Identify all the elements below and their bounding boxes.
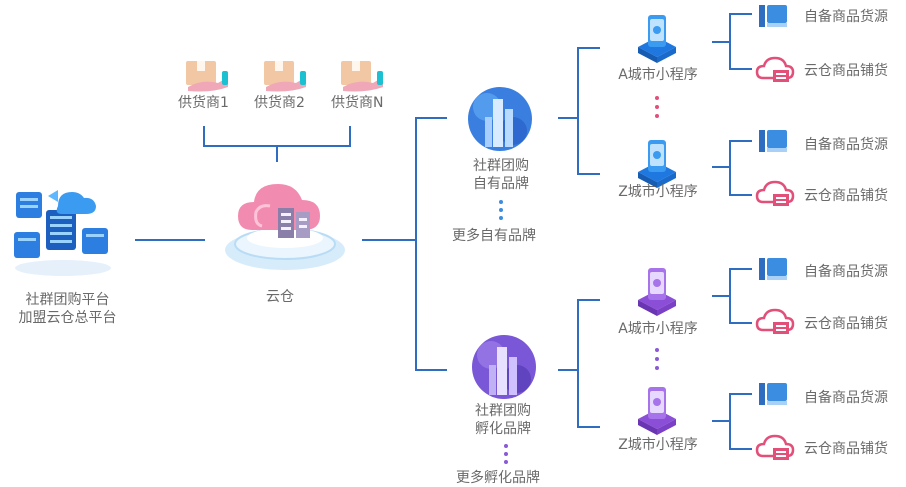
own-brand-label: 社群团购 自有品牌	[453, 157, 549, 193]
city-dots-upper	[655, 96, 659, 118]
server-cluster-icon	[14, 190, 111, 276]
cloud-warehouse-icon	[225, 184, 345, 270]
supplier-box-icon	[264, 61, 306, 92]
own-brand-buildings-icon	[468, 87, 532, 151]
mini-program-a-label-bottom: A城市小程序	[618, 321, 698, 337]
own-brand-line2: 自有品牌	[473, 176, 529, 192]
mini-program-phone-icon	[638, 387, 676, 435]
incubated-brand-line1: 社群团购	[475, 403, 531, 419]
mini-program-z-label-bottom: Z城市小程序	[618, 437, 698, 453]
cloud-stack-icon	[755, 56, 795, 82]
book-icon	[759, 383, 787, 405]
cloud-stack-icon	[755, 180, 795, 206]
cloud-source-label: 云仓商品铺货	[804, 188, 888, 204]
supplier-box-icon	[341, 61, 383, 92]
cloud-source-label: 云仓商品铺货	[804, 63, 888, 79]
mini-program-phone-icon	[638, 268, 676, 316]
more-incubated-brands-label: 更多孵化品牌	[456, 470, 540, 486]
supplier-label-1: 供货商1	[178, 95, 229, 111]
book-icon	[759, 258, 787, 280]
own-brand-dots	[499, 200, 503, 220]
supplier-label-2: 供货商2	[254, 95, 305, 111]
cloud-warehouse-label: 云仓	[266, 289, 294, 305]
incubated-brand-label: 社群团购 孵化品牌	[455, 402, 551, 438]
mini-program-z-label-top: Z城市小程序	[618, 184, 698, 200]
cloud-source-label: 云仓商品铺货	[804, 316, 888, 332]
supplier-label-n: 供货商N	[331, 95, 384, 111]
book-icon	[759, 130, 787, 152]
more-own-brands-label: 更多自有品牌	[452, 228, 536, 244]
self-source-label: 自备商品货源	[804, 9, 888, 25]
self-source-label: 自备商品货源	[804, 137, 888, 153]
cloud-stack-icon	[755, 308, 795, 334]
city-dots-lower	[655, 348, 659, 370]
platform-label-line2: 加盟云仓总平台	[18, 310, 117, 326]
book-icon	[759, 5, 787, 27]
own-brand-line1: 社群团购	[473, 158, 529, 174]
cloud-source-label: 云仓商品铺货	[804, 441, 888, 457]
platform-label: 社群团购平台 加盟云仓总平台	[0, 291, 135, 327]
self-source-label: 自备商品货源	[804, 390, 888, 406]
self-source-label: 自备商品货源	[804, 264, 888, 280]
incubated-brand-line2: 孵化品牌	[475, 421, 531, 437]
cloud-stack-icon	[755, 434, 795, 460]
mini-program-a-label-top: A城市小程序	[618, 67, 698, 83]
supplier-box-icon	[186, 61, 228, 92]
mini-program-phone-icon	[638, 140, 676, 188]
incubated-brand-buildings-icon	[472, 335, 536, 399]
platform-label-line1: 社群团购平台	[25, 292, 110, 308]
incubated-brand-dots	[504, 444, 508, 464]
mini-program-phone-icon	[638, 15, 676, 63]
